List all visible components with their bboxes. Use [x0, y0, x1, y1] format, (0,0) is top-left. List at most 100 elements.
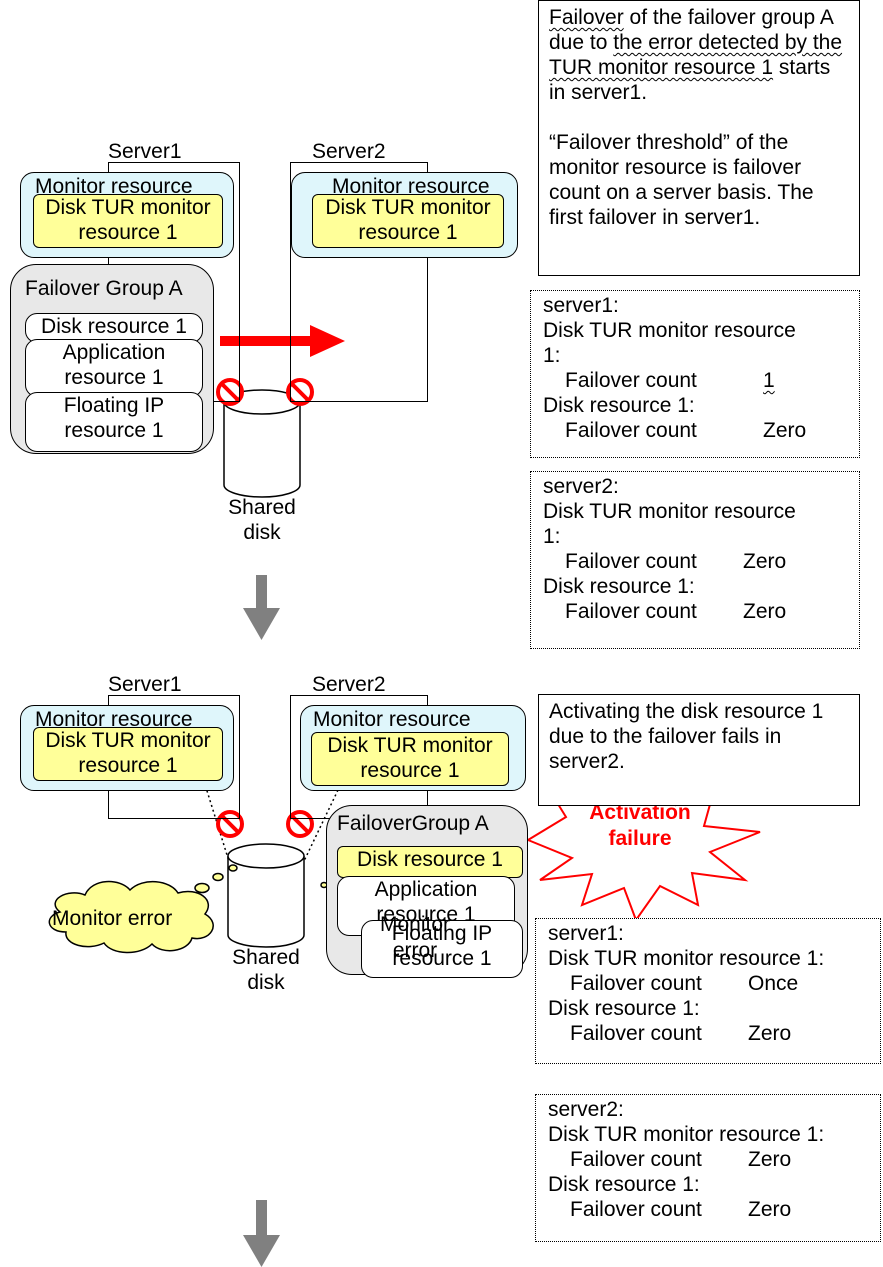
monitor-link-line — [283, 789, 339, 904]
count-value: Zero — [748, 1148, 792, 1171]
shared-disk-line2: disk — [243, 521, 281, 544]
disk-tur-monitor-resource: Disk TUR monitor resource 1 — [311, 732, 509, 786]
note-text: of the failover group A due to — [549, 6, 833, 54]
monitor-error-left: Monitor error — [52, 907, 173, 930]
disk-tur-monitor-resource: Disk TUR monitor resource 1 — [312, 194, 504, 248]
count-value: Once — [748, 972, 799, 995]
monitor-error-right: Monitor error — [360, 912, 470, 964]
count-disk-line: Disk resource 1: — [548, 1173, 700, 1196]
floating-ip-resource: Floating IP resource 1 — [25, 392, 203, 452]
monitor-resource-panel: Monitor resource Disk TUR monitor resour… — [300, 705, 526, 791]
note-failover: Failover — [549, 6, 624, 29]
down-arrow — [243, 575, 280, 640]
count-value: Zero — [763, 419, 807, 442]
count-label: Failover count — [565, 600, 697, 623]
count-value: Zero — [748, 1198, 792, 1221]
note-text: starts in server1. — [549, 56, 831, 104]
count-disk-line: Disk resource 1: — [548, 997, 700, 1020]
cloud — [48, 880, 214, 954]
count-value: 1 — [763, 369, 775, 392]
disk-tur-line2: resource 1 — [78, 754, 178, 777]
group-label: FailoverGroup A — [337, 812, 489, 835]
down-arrow — [243, 1200, 280, 1267]
count-monitor-line: Disk TUR monitor resource — [543, 319, 796, 342]
disk-tur-monitor-resource: Disk TUR monitor resource 1 — [33, 194, 223, 248]
application-resource: Application resource 1 — [337, 876, 515, 936]
count-title: server1: — [548, 922, 624, 945]
disk-tur-line2: resource 1 — [358, 221, 458, 244]
count-monitor-line-cont: 1: — [543, 344, 561, 367]
server2-count-box: server2: Disk TUR monitor resource 1: Fa… — [535, 1094, 881, 1242]
note-top-p2: “Failover threshold” of the monitor reso… — [549, 131, 814, 229]
floating-ip-resource: Floating IP resource 1 — [361, 920, 523, 978]
count-value: Zero — [743, 600, 787, 623]
count-label: Failover count — [570, 1148, 702, 1171]
count-monitor-line-cont: 1: — [543, 525, 561, 548]
count-label: Failover count — [565, 550, 697, 573]
activation-line1: Activation — [589, 801, 691, 824]
count-title: server2: — [543, 475, 619, 498]
server1-count-box: server1: Disk TUR monitor resource 1: Fa… — [530, 290, 860, 458]
fip-line1: Floating IP — [63, 394, 165, 417]
fip-line2: resource 1 — [392, 947, 492, 970]
server1-label: Server1 — [108, 673, 182, 696]
note-top-p1: Failover of the failover group A due to … — [549, 5, 849, 105]
count-label: Failover count — [570, 1198, 702, 1221]
app-line2: resource 1 — [64, 366, 164, 389]
monitor-resource-label: Monitor resource — [35, 708, 193, 731]
count-label: Failover count — [570, 972, 702, 995]
note-top: Failover of the failover group A due to … — [538, 0, 860, 276]
monitor-resource-panel: Monitor resource Disk TUR monitor resour… — [291, 172, 518, 258]
count-label: Failover count — [565, 419, 697, 442]
disk-tur-line1: Disk TUR monitor — [45, 196, 211, 219]
count-monitor-line: Disk TUR monitor resource 1: — [548, 1123, 825, 1146]
shared-disk-top — [223, 389, 301, 498]
monitor-error-right-line2: error — [392, 939, 438, 962]
fip-line2: resource 1 — [64, 419, 164, 442]
note-error: the error detected by the TUR monitor re… — [549, 31, 843, 79]
prohibited-icon — [286, 378, 314, 406]
monitor-resource-panel: Monitor resource Disk TUR monitor resour… — [20, 172, 234, 258]
note-bottom: Activating the disk resource 1 due to th… — [538, 694, 860, 806]
server2-label: Server2 — [312, 140, 386, 163]
monitor-error-right-line1: Monitor — [379, 913, 451, 936]
disk-tur-line1: Disk TUR monitor — [327, 734, 493, 757]
shared-disk-line1: Shared — [232, 946, 300, 969]
shared-disk-label: Shared disk — [222, 495, 302, 545]
server1-count-box: server1: Disk TUR monitor resource 1: Fa… — [535, 918, 881, 1064]
app-line1: Application — [62, 341, 166, 364]
fip-line1: Floating IP — [391, 922, 493, 945]
shared-disk-label: Shared disk — [226, 945, 306, 995]
disk-resource: Disk resource 1 — [25, 313, 203, 343]
activation-failure-label: Activation failure — [580, 800, 700, 852]
count-value: Zero — [748, 1022, 792, 1045]
count-monitor-line: Disk TUR monitor resource — [543, 500, 796, 523]
disk-tur-line1: Disk TUR monitor — [325, 196, 491, 219]
disk-tur-line2: resource 1 — [360, 759, 460, 782]
count-monitor-line: Disk TUR monitor resource 1: — [548, 947, 825, 970]
app-line1: Application — [374, 878, 478, 901]
server2-count-box: server2: Disk TUR monitor resource 1: Fa… — [530, 471, 860, 649]
count-title: server1: — [543, 294, 619, 317]
server1-label: Server1 — [108, 140, 182, 163]
disk-tur-line1: Disk TUR monitor — [45, 729, 211, 752]
disk-tur-monitor-resource: Disk TUR monitor resource 1 — [33, 727, 223, 781]
prohibited-icon — [216, 378, 244, 406]
count-value: Zero — [743, 550, 787, 573]
group-label: Failover Group A — [25, 277, 183, 300]
failover-group-a: Failover Group A Disk resource 1 Applica… — [10, 264, 214, 454]
monitor-resource-label: Monitor resource — [35, 175, 193, 198]
shared-disk-bottom — [227, 843, 305, 948]
server2-box — [290, 162, 428, 402]
disk-resource: Disk resource 1 — [337, 846, 523, 878]
red-arrow-right — [220, 325, 345, 357]
monitor-resource-label: Monitor resource — [332, 175, 490, 198]
failover-group-a: FailoverGroup A Disk resource 1 Applicat… — [326, 805, 528, 978]
disk-tur-line2: resource 1 — [78, 221, 178, 244]
server2-label: Server2 — [312, 673, 386, 696]
count-label: Failover count — [565, 369, 697, 392]
count-disk-line: Disk resource 1: — [543, 394, 695, 417]
shared-disk-line1: Shared — [228, 496, 296, 519]
count-disk-line: Disk resource 1: — [543, 575, 695, 598]
count-title: server2: — [548, 1098, 624, 1121]
